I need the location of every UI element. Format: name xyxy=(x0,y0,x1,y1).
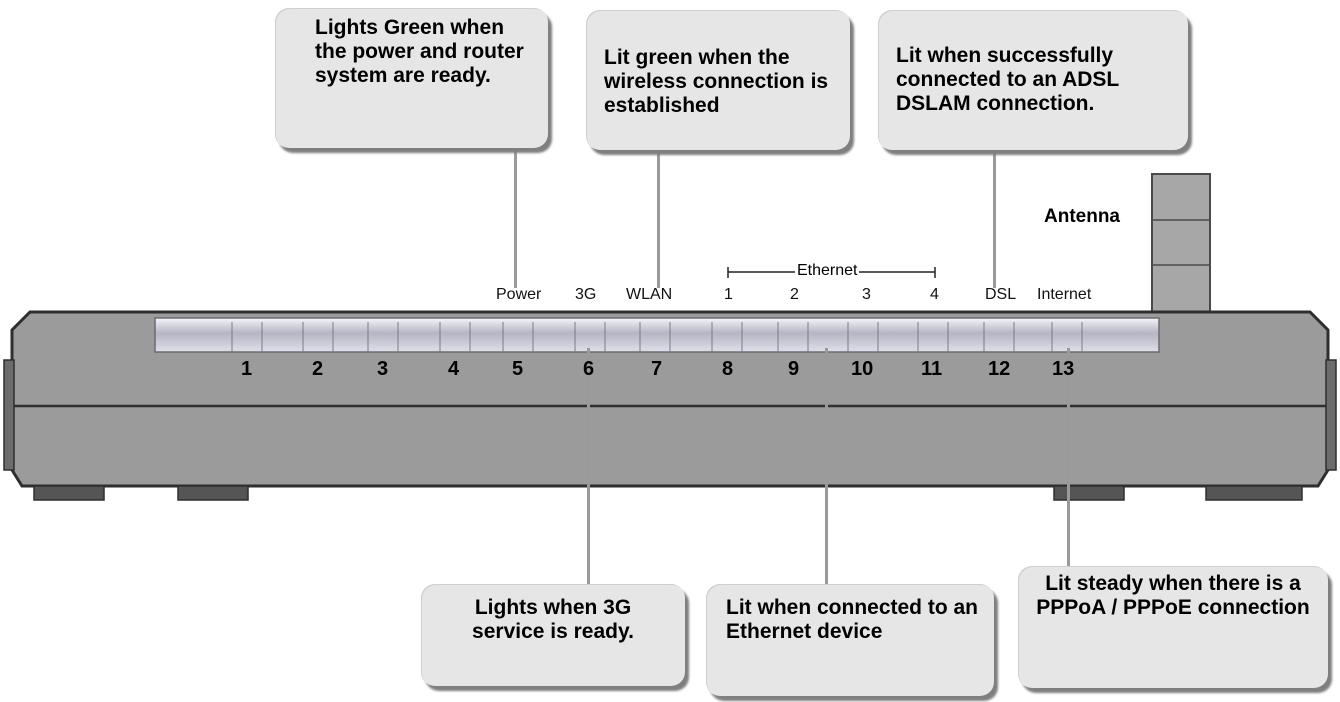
callout-wlan: Lit green when the wireless connection i… xyxy=(586,10,850,150)
led-number-2: 2 xyxy=(312,358,324,380)
callout-dsl: Lit when successfully connected to an AD… xyxy=(878,10,1188,150)
led-number-4: 4 xyxy=(448,358,460,380)
leader-internet xyxy=(1067,348,1070,568)
panel-label-internet: Internet xyxy=(1037,286,1092,303)
ethernet-group-label: Ethernet xyxy=(795,262,860,280)
panel-label-wlan: WLAN xyxy=(626,286,673,303)
callout-internet: Lit steady when there is a PPPoA / PPPoE… xyxy=(1018,566,1328,688)
router-body xyxy=(3,310,1337,501)
callout-power-text: Lights Green when the power and router s… xyxy=(315,16,524,87)
led-number-3: 3 xyxy=(377,358,389,380)
callout-ethernet-text: Lit when connected to an Ethernet device xyxy=(726,596,979,643)
led-number-1: 1 xyxy=(241,358,253,380)
callout-wlan-text: Lit green when the wireless connection i… xyxy=(604,46,829,117)
callout-internet-text: Lit steady when there is a PPPoA / PPPoE… xyxy=(1036,572,1310,619)
led-number-5: 5 xyxy=(512,358,524,380)
led-number-6: 6 xyxy=(583,358,595,380)
led-number-7: 7 xyxy=(651,358,663,380)
antenna-label: Antenna xyxy=(1044,206,1120,227)
led-number-10: 10 xyxy=(851,358,874,380)
led-number-8: 8 xyxy=(722,358,734,380)
panel-label-dsl: DSL xyxy=(985,286,1017,303)
leader-power xyxy=(514,150,517,288)
callout-power: Lights Green when the power and router s… xyxy=(275,8,548,148)
led-number-13: 13 xyxy=(1052,358,1075,380)
led-number-12: 12 xyxy=(988,358,1011,380)
callout-dsl-text: Lit when successfully connected to an AD… xyxy=(896,44,1119,115)
led-strip xyxy=(154,317,1160,353)
leader-dsl xyxy=(993,152,996,288)
led-number-11: 11 xyxy=(921,358,943,380)
leader-ethernet xyxy=(825,348,828,586)
callout-3g: Lights when 3G service is ready. xyxy=(421,584,685,686)
panel-label-eth4: 4 xyxy=(930,286,939,303)
panel-label-power: Power xyxy=(496,286,542,303)
panel-label-eth3: 3 xyxy=(862,286,871,303)
callout-3g-text: Lights when 3G service is ready. xyxy=(472,596,634,643)
callout-ethernet: Lit when connected to an Ethernet device xyxy=(706,584,994,696)
panel-label-eth2: 2 xyxy=(790,286,799,303)
antenna xyxy=(1151,173,1211,315)
leader-wlan xyxy=(657,150,660,288)
panel-label-eth1: 1 xyxy=(724,286,733,303)
leader-3g xyxy=(587,348,590,586)
panel-label-3g: 3G xyxy=(575,286,597,303)
led-number-9: 9 xyxy=(788,358,800,380)
